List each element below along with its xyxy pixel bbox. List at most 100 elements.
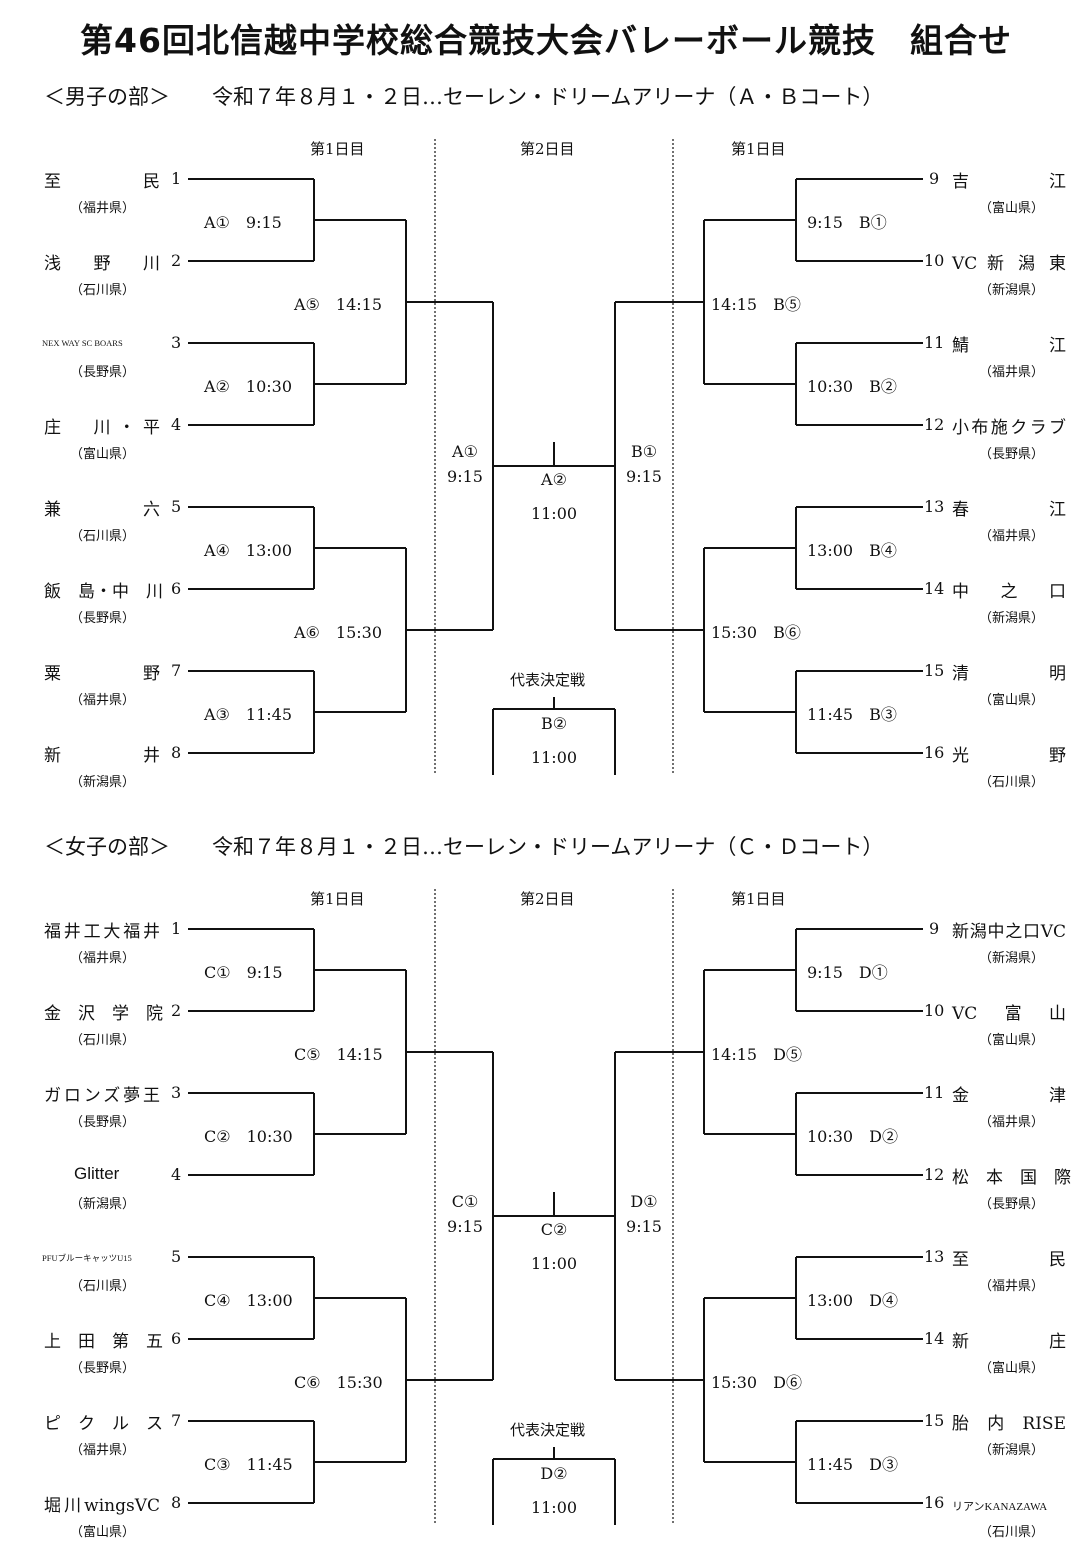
team-name: 上 田 第 五 bbox=[44, 1332, 163, 1352]
final-code: C② bbox=[540, 1220, 568, 1239]
match-label: A⑥ 15:30 bbox=[294, 623, 383, 642]
semi-code: D① bbox=[630, 1192, 658, 1211]
team-name: リアンKANAZAWA bbox=[952, 1501, 1048, 1513]
team-number: 10 bbox=[924, 251, 945, 270]
final-code: A② bbox=[541, 470, 567, 489]
team-name: 金 津 bbox=[952, 1086, 1066, 1106]
day-label-center: 第2日目 bbox=[520, 140, 575, 158]
match-label: 13:00 D④ bbox=[807, 1291, 898, 1310]
team-name: ガロンズ夢王 bbox=[44, 1086, 160, 1106]
team-prefecture: （石川県） bbox=[70, 529, 136, 544]
team-prefecture: （富山県） bbox=[70, 1525, 136, 1540]
team-prefecture: （富山県） bbox=[979, 1361, 1045, 1376]
match-label: 15:30 D⑥ bbox=[711, 1373, 802, 1392]
team-number: 6 bbox=[171, 579, 182, 598]
team-prefecture: （石川県） bbox=[70, 283, 136, 298]
team-number: 5 bbox=[171, 497, 182, 516]
page-title: 第46回北信越中学校総合競技大会バレーボール競技 組合せ bbox=[80, 21, 1012, 60]
team-prefecture: （福井県） bbox=[70, 951, 136, 966]
team-name: 清 明 bbox=[952, 664, 1066, 684]
match-label: C② 10:30 bbox=[204, 1127, 293, 1146]
playoff-code: B② bbox=[540, 714, 568, 733]
semi-time: 9:15 bbox=[447, 1217, 483, 1236]
team-name: 飯 島・中 川 bbox=[44, 582, 163, 602]
team-number: 14 bbox=[924, 1329, 945, 1348]
playoff-label: 代表決定戦 bbox=[510, 1421, 586, 1439]
semi-code: C① bbox=[451, 1192, 479, 1211]
match-label: A④ 13:00 bbox=[204, 541, 293, 560]
team-prefecture: （富山県） bbox=[979, 1033, 1045, 1048]
day-label-left: 第1日目 bbox=[310, 890, 365, 908]
team-prefecture: （新潟県） bbox=[979, 1443, 1045, 1458]
team-number: 16 bbox=[924, 743, 945, 762]
team-number: 10 bbox=[924, 1001, 945, 1020]
match-label: A② 10:30 bbox=[204, 377, 293, 396]
day-label-right: 第1日目 bbox=[731, 140, 786, 158]
team-name: PFUブルーキャッツU15 bbox=[42, 1253, 132, 1263]
team-prefecture: （石川県） bbox=[70, 1033, 136, 1048]
final-time: 11:00 bbox=[530, 1254, 578, 1273]
match-label: 11:45 D③ bbox=[807, 1455, 898, 1474]
team-prefecture: （福井県） bbox=[979, 1115, 1045, 1130]
team-prefecture: （新潟県） bbox=[979, 951, 1045, 966]
semi-time: 9:15 bbox=[447, 467, 483, 486]
team-prefecture: （新潟県） bbox=[979, 611, 1045, 626]
playoff-time: 11:00 bbox=[530, 1498, 578, 1517]
day-label-center: 第2日目 bbox=[520, 890, 575, 908]
team-prefecture: （新潟県） bbox=[70, 775, 136, 790]
match-label: A⑤ 14:15 bbox=[294, 295, 383, 314]
team-number: 13 bbox=[924, 497, 945, 516]
team-number: 1 bbox=[171, 919, 182, 938]
match-label: 14:15 D⑤ bbox=[711, 1045, 802, 1064]
team-prefecture: （富山県） bbox=[979, 693, 1045, 708]
match-label: C⑥ 15:30 bbox=[294, 1373, 383, 1392]
team-name: 粟 野 bbox=[44, 664, 160, 684]
team-name: 小布施クラブ bbox=[952, 418, 1066, 438]
match-label: C① 9:15 bbox=[204, 963, 283, 982]
team-number: 15 bbox=[924, 661, 945, 680]
team-name: ピ ク ル ス bbox=[44, 1414, 163, 1434]
team-name: 福井工大福井 bbox=[44, 922, 160, 942]
team-number: 12 bbox=[924, 1165, 945, 1184]
match-label: 11:45 B③ bbox=[807, 705, 897, 724]
team-name: 至 民 bbox=[952, 1250, 1066, 1270]
match-label: 14:15 B⑤ bbox=[711, 295, 801, 314]
team-number: 1 bbox=[171, 169, 182, 188]
team-name: 吉 江 bbox=[952, 172, 1066, 192]
team-name: NEX WAY SC BOARS bbox=[42, 338, 123, 348]
team-number: 9 bbox=[929, 919, 940, 938]
team-number: 13 bbox=[924, 1247, 945, 1266]
team-prefecture: （長野県） bbox=[70, 1361, 136, 1376]
team-prefecture: （長野県） bbox=[70, 611, 136, 626]
section-header: ＜女子の部＞ 令和７年８月１・２日…セーレン・ドリームアリーナ（Ｃ・Ｄコート） bbox=[44, 835, 884, 859]
match-label: C④ 13:00 bbox=[204, 1291, 293, 1310]
team-number: 7 bbox=[171, 661, 182, 680]
team-name: 鯖 江 bbox=[952, 336, 1066, 356]
team-number: 2 bbox=[171, 251, 182, 270]
match-label: 13:00 B④ bbox=[807, 541, 897, 560]
team-prefecture: （長野県） bbox=[979, 1197, 1045, 1212]
team-number: 12 bbox=[924, 415, 945, 434]
final-time: 11:00 bbox=[530, 504, 578, 523]
team-prefecture: （石川県） bbox=[979, 775, 1045, 790]
team-name: 新潟中之口VC bbox=[952, 922, 1066, 942]
team-prefecture: （新潟県） bbox=[979, 283, 1045, 298]
team-number: 7 bbox=[171, 1411, 182, 1430]
team-prefecture: （長野県） bbox=[70, 1115, 136, 1130]
team-prefecture: （福井県） bbox=[70, 201, 136, 216]
team-name: 兼 六 bbox=[44, 500, 160, 520]
team-name: 胎 内 RISE bbox=[952, 1414, 1066, 1434]
team-number: 9 bbox=[929, 169, 940, 188]
semi-time: 9:15 bbox=[626, 467, 662, 486]
match-label: C⑤ 14:15 bbox=[294, 1045, 383, 1064]
team-number: 16 bbox=[924, 1493, 945, 1512]
team-name: 松 本 国 際 bbox=[952, 1168, 1071, 1188]
match-label: 10:30 D② bbox=[807, 1127, 898, 1146]
team-name: 中 之 口 bbox=[952, 582, 1066, 602]
playoff-code: D② bbox=[540, 1464, 568, 1483]
team-name: 金 沢 学 院 bbox=[44, 1004, 163, 1024]
team-name: 庄 川・平 bbox=[44, 418, 160, 438]
team-prefecture: （福井県） bbox=[70, 693, 136, 708]
team-number: 5 bbox=[171, 1247, 182, 1266]
match-label: C③ 11:45 bbox=[204, 1455, 293, 1474]
